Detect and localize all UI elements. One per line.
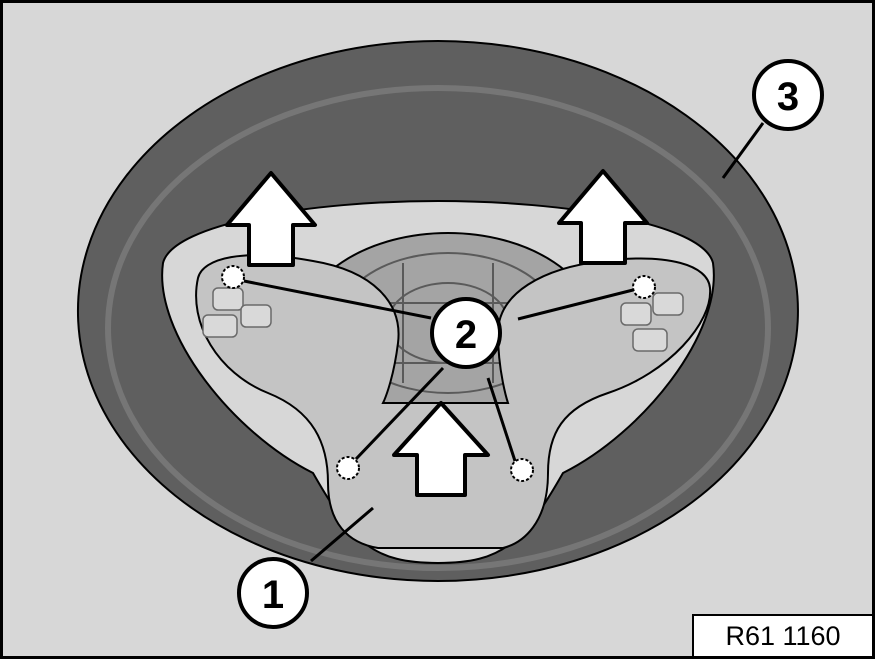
callout-2: 2 — [430, 297, 502, 369]
airbag-trim-cover — [195, 254, 712, 549]
callout-3: 3 — [752, 59, 824, 131]
arrow-up-icon-center — [392, 401, 490, 497]
direction-arrows — [225, 169, 649, 497]
screw-hole-bottom-right — [510, 458, 534, 482]
svg-text:3: 3 — [777, 75, 799, 119]
screw-hole-top-left — [221, 265, 245, 289]
rim-highlight — [105, 85, 771, 571]
right-switch-cluster — [620, 292, 684, 352]
screw-hole-bottom-left — [336, 456, 360, 480]
callout-1: 1 — [237, 557, 309, 629]
reference-code: R61 1160 — [692, 614, 872, 656]
left-switch-cluster — [202, 287, 272, 338]
screw-hole-top-right — [632, 275, 656, 299]
svg-text:1: 1 — [262, 573, 284, 617]
steering-wheel-rim — [76, 40, 799, 582]
arrow-up-icon-left — [225, 171, 317, 267]
steering-wheel-illustration: 2 1 3 — [76, 40, 824, 629]
leader-lines — [243, 122, 765, 563]
screw-holes — [221, 265, 656, 482]
arrow-up-icon-right — [557, 169, 649, 265]
svg-text:2: 2 — [455, 313, 477, 357]
